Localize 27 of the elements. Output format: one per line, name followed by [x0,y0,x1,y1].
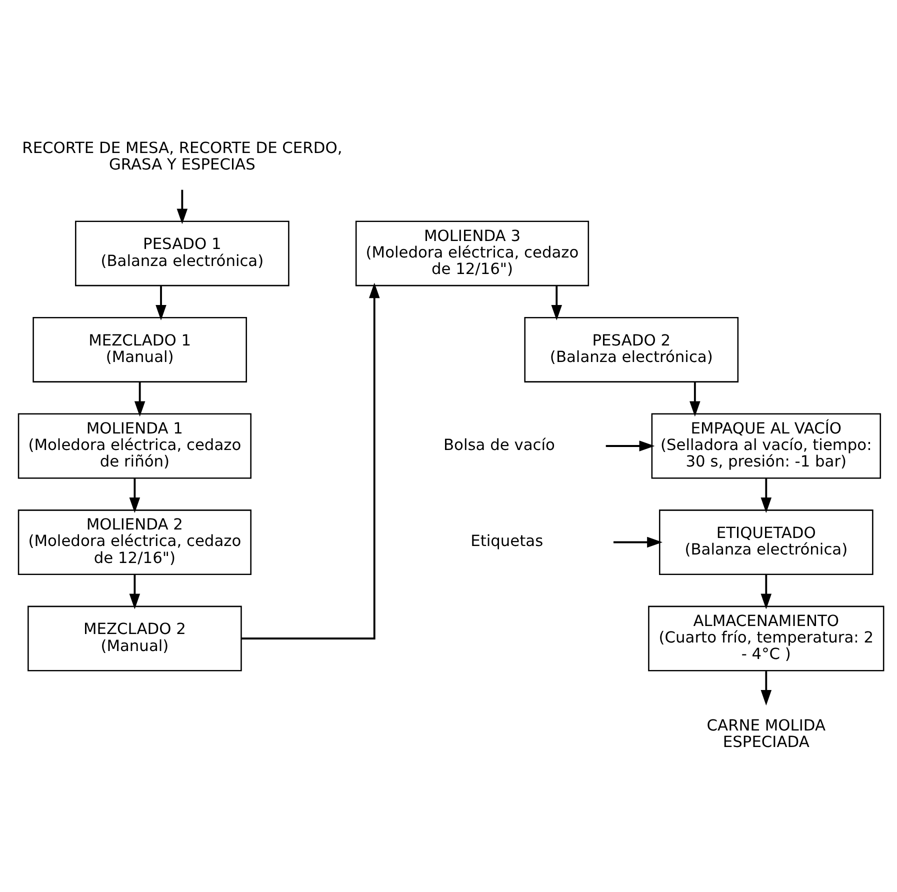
arrow [606,440,655,452]
arrow [760,671,772,706]
arrow [613,536,662,548]
arrow [690,382,700,417]
node-text: RECORTE DE MESA, RECORTE DE CERDO, GRASA Y ESPECIAS [22,138,342,174]
node-box: MOLIENDA 3 (Moledora eléctrica, cedazo de 12/16") [355,220,590,286]
node-text: Bolsa de vacío [443,436,555,454]
node-text: Etiquetas [470,532,544,550]
arrow [551,286,562,320]
node-box: MEZCLADO 1 (Manual) [32,317,247,382]
arrow [760,478,772,513]
arrow [129,574,140,610]
arrow [760,574,772,610]
arrow [129,478,140,513]
arrow [156,286,166,320]
arrow [134,382,146,417]
node-box: MOLIENDA 1 (Moledora eléctrica, cedazo de riñón) [18,413,252,479]
node-box: MOLIENDA 2 (Moledora eléctrica, cedazo de 12/16") [18,510,252,575]
node-box: ALMACENAMIENTO (Cuarto frío, temperatura: 2 - 4°C ) [648,606,884,672]
node-text: CARNE MOLIDA ESPECIADA [706,716,826,752]
node-box: MEZCLADO 2 (Manual) [28,606,242,672]
node-box: ETIQUETADO (Balanza electrónica) [658,510,874,575]
node-box: PESADO 1 (Balanza electrónica) [75,220,290,286]
arrow [242,282,380,640]
node-box: PESADO 2 (Balanza electrónica) [524,317,739,382]
arrow [176,190,188,224]
node-box: EMPAQUE AL VACÍO (Selladora al vacío, tiempo: 30 s, presión: -1 bar) [651,413,882,479]
